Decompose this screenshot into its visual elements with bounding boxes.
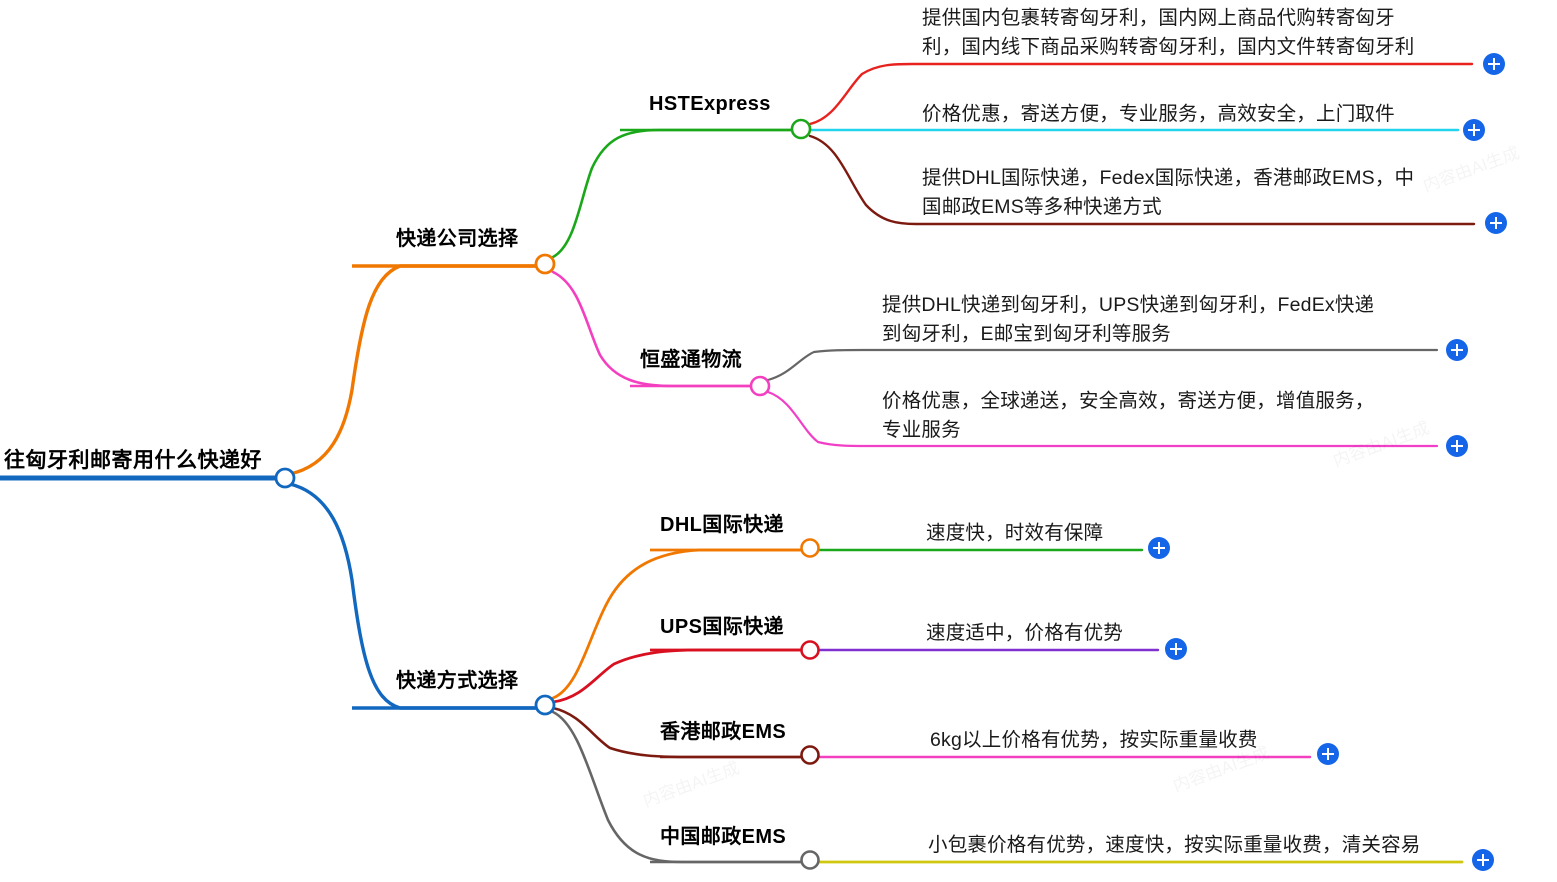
node-label-method[interactable]: 快递方式选择	[396, 670, 519, 692]
leaf-text-hkems[interactable]: 6kg以上价格有优势，按实际重量收费	[930, 729, 1258, 751]
node-dot-hkems[interactable]	[800, 745, 820, 765]
connector-root-to-company	[288, 264, 539, 476]
node-label-cnems[interactable]: 中国邮政EMS	[660, 826, 787, 848]
leaf-text-ups[interactable]: 速度适中，价格有优势	[926, 622, 1124, 644]
connector-company-to-hst	[551, 128, 795, 259]
leaf-text-hst-3-line1[interactable]: 提供DHL国际快递，Fedex国际快递，香港邮政EMS，中	[922, 167, 1415, 189]
node-dot-dhl[interactable]	[800, 538, 820, 558]
node-dot-method[interactable]	[534, 694, 556, 716]
node-dot-ups[interactable]	[800, 640, 820, 660]
leaf-text-hst-1-line1[interactable]: 提供国内包裹转寄匈牙利，国内网上商品代购转寄匈牙	[922, 7, 1395, 29]
expand-button-cnems-leaf[interactable]	[1472, 849, 1494, 871]
expand-button-hstl-leaf-2[interactable]	[1446, 435, 1468, 457]
expand-button-hstl-leaf-1[interactable]	[1446, 339, 1468, 361]
expand-button-hst-leaf-3[interactable]	[1485, 212, 1507, 234]
leaf-text-hst-1-line2[interactable]: 利，国内线下商品采购转寄匈牙利，国内文件转寄匈牙利	[922, 36, 1415, 58]
connector-hst-leaf-3	[808, 134, 1476, 226]
expand-button-dhl-leaf[interactable]	[1148, 537, 1170, 559]
expand-button-ups-leaf[interactable]	[1165, 638, 1187, 660]
node-dot-hst[interactable]	[790, 118, 812, 140]
connector-hst-leaf-1	[808, 62, 1474, 126]
node-dot-root[interactable]	[274, 467, 296, 489]
connector-method-to-dhl	[551, 548, 805, 700]
page-title[interactable]: 往匈牙利邮寄用什么快递好	[4, 449, 262, 472]
leaf-text-hstl-2-line1[interactable]: 价格优惠，全球递送，安全高效，寄送方便，增值服务，	[882, 390, 1375, 412]
node-label-ups[interactable]: UPS国际快递	[660, 616, 784, 638]
leaf-text-cnems[interactable]: 小包裹价格有优势，速度快，按实际重量收费，清关容易	[928, 834, 1421, 856]
node-label-company[interactable]: 快递公司选择	[396, 228, 519, 250]
connector-method-to-ups	[551, 648, 805, 704]
leaf-text-dhl[interactable]: 速度快，时效有保障	[926, 522, 1104, 544]
node-dot-company[interactable]	[534, 253, 556, 275]
connector-hstl-leaf-1	[766, 348, 1439, 382]
node-label-hst-logistics[interactable]: 恒盛通物流	[640, 349, 742, 371]
node-label-dhl[interactable]: DHL国际快递	[660, 514, 784, 536]
connector-root-to-method	[288, 482, 539, 710]
leaf-text-hstl-2-line2[interactable]: 专业服务	[882, 419, 961, 441]
leaf-text-hstl-1-line2[interactable]: 到匈牙利，E邮宝到匈牙利等服务	[882, 323, 1172, 345]
node-label-hstexpress[interactable]: HSTExpress	[649, 93, 771, 115]
expand-button-hkems-leaf[interactable]	[1317, 743, 1339, 765]
leaf-text-hstl-1-line1[interactable]: 提供DHL快递到匈牙利，UPS快递到匈牙利，FedEx快递	[882, 294, 1375, 316]
connector-method-to-cnems	[551, 710, 805, 864]
node-dot-hst-logistics[interactable]	[749, 375, 771, 397]
leaf-text-hst-2[interactable]: 价格优惠，寄送方便，专业服务，高效安全，上门取件	[922, 103, 1395, 125]
expand-button-hst-leaf-2[interactable]	[1463, 119, 1485, 141]
node-label-hkems[interactable]: 香港邮政EMS	[660, 721, 787, 743]
node-dot-cnems[interactable]	[800, 850, 820, 870]
expand-button-hst-leaf-1[interactable]	[1483, 53, 1505, 75]
leaf-text-hst-3-line2[interactable]: 国邮政EMS等多种快递方式	[922, 196, 1162, 218]
connector-hstl-leaf-2	[766, 390, 1439, 448]
